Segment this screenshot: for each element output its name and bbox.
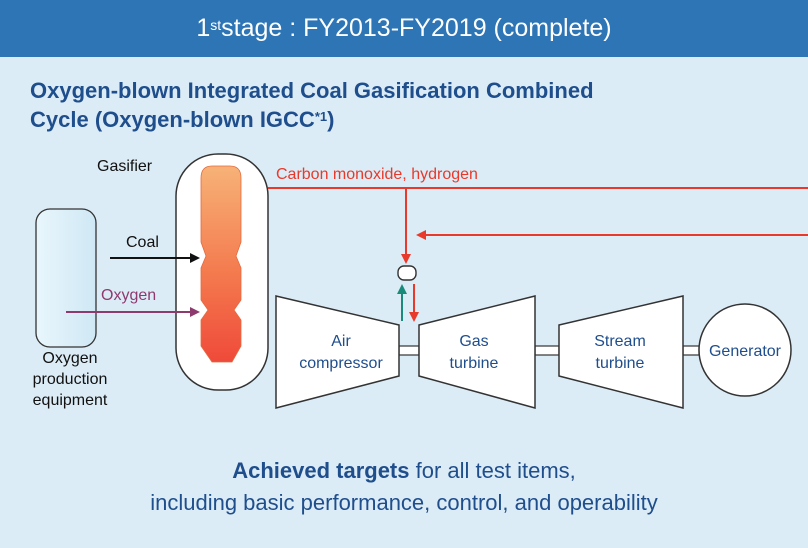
gasifier-label: Gasifier [97,158,153,175]
generator-label: Generator [709,343,782,360]
air-compressor-label-line1: Air [331,333,351,350]
shaft-3 [682,345,700,356]
stream-turbine-label-line2: turbine [596,355,645,372]
coal-label: Coal [126,234,159,251]
oxygen-plant-label-line2: production [33,371,108,388]
oxygen-tank-shape [35,208,97,348]
shaft-2 [534,345,560,356]
section-heading: Oxygen-blown Integrated Coal Gasificatio… [30,76,800,134]
stage-number: 1 [196,14,211,42]
gas-turbine-label-line1: Gas [459,333,488,350]
oxygen-label: Oxygen [101,287,156,304]
heading-line1: Oxygen-blown Integrated Coal Gasificatio… [30,78,594,103]
summary-bold: Achieved targets [232,458,410,483]
combustor [397,265,417,281]
summary-line2: including basic performance, control, an… [150,490,658,515]
generator [698,303,792,397]
stream-turbine-label-line1: Stream [594,333,646,350]
oxygen-plant-label-line3: equipment [33,392,108,409]
gas-turbine-label-line2: turbine [450,355,499,372]
stage-text: stage : FY2013-FY2019 (complete) [221,14,612,42]
heading-footnote: *1 [314,109,328,124]
oxygen-plant-label-line1: Oxygen [42,350,97,367]
syngas-label: Carbon monoxide, hydrogen [276,166,478,183]
air-compressor [275,295,400,409]
stage-ordinal-suffix: st [210,16,222,33]
summary-rest: for all test items, [409,458,576,483]
igcc-diagram: Oxygen production equipment Gasifier Coa… [33,153,808,409]
summary-text: Achieved targets for all test items, inc… [0,455,808,519]
heading-line2-end: ) [327,107,335,132]
gas-turbine [418,295,536,409]
shaft-1 [398,345,420,356]
gasifier-flame [200,165,242,363]
stream-turbine [558,295,684,409]
heading-line2: Cycle (Oxygen-blown IGCC [30,107,315,132]
air-compressor-label-line2: compressor [299,355,383,372]
